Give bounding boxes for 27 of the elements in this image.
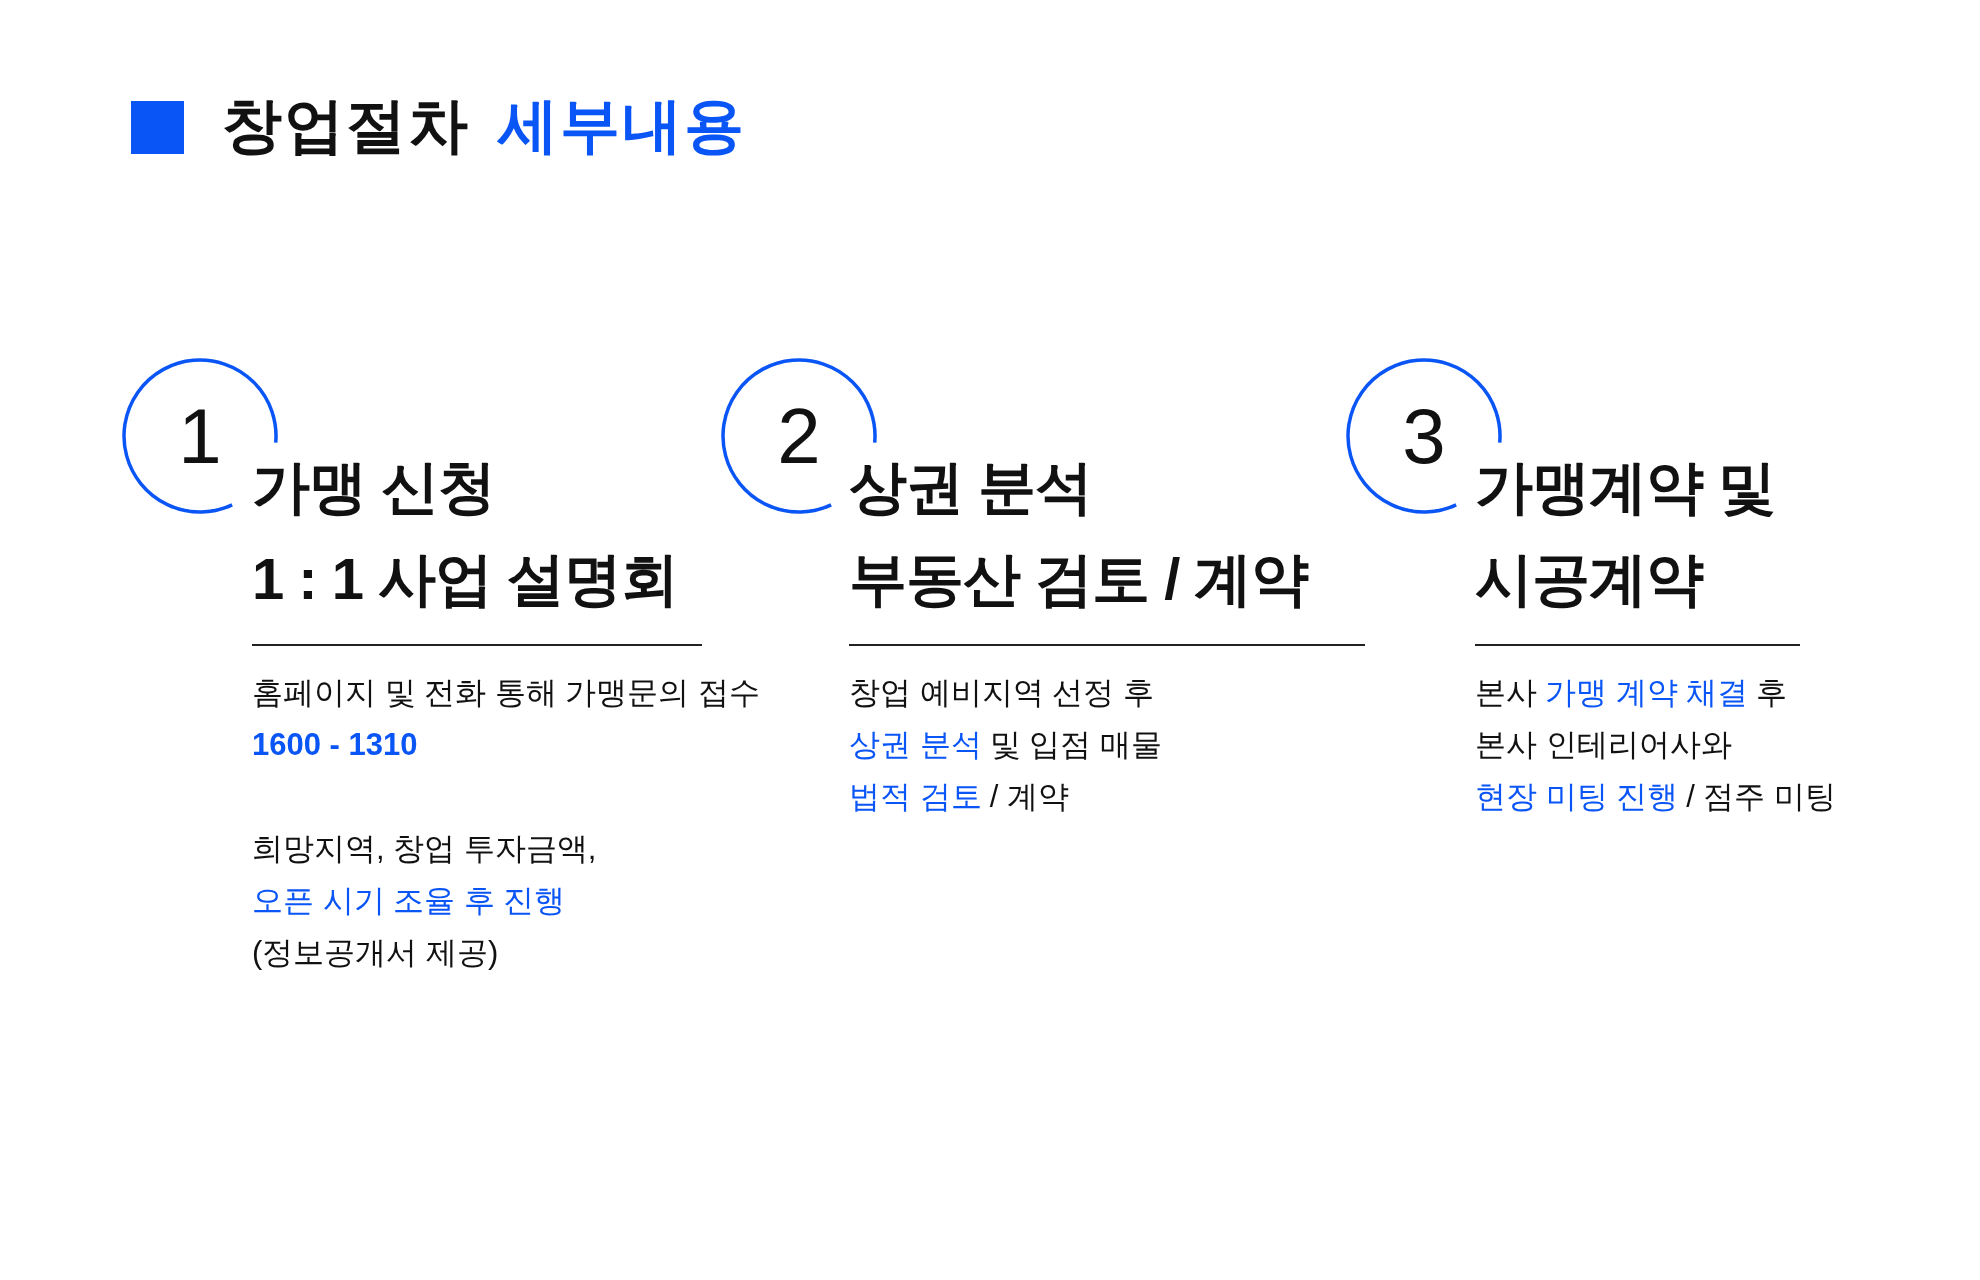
step-number: 1: [178, 397, 222, 475]
body-text: 희망지역, 창업 투자금액,: [252, 830, 597, 868]
highlight-text: 현장 미팅 진행: [1475, 778, 1679, 816]
body-text: 홈페이지 및 전화 통해 가맹문의 접수: [252, 674, 761, 712]
body-text: (정보공개서 제공): [252, 934, 499, 972]
step-heading: 가맹계약 및: [1475, 453, 1776, 521]
step-number: 3: [1402, 397, 1446, 475]
title-highlight: 세부내용: [498, 91, 746, 161]
body-text: 본사 인테리어사와: [1475, 726, 1732, 764]
highlight-text: 상권 분석: [849, 726, 982, 764]
step-heading: 1 : 1 사업 설명회: [252, 545, 679, 613]
body-text: / 점주 미팅: [1686, 778, 1837, 816]
body-text: 후: [1756, 674, 1788, 712]
highlight-text: 법적 검토: [849, 778, 982, 816]
step-number: 2: [777, 397, 821, 475]
body-text: 및 입점 매물: [989, 726, 1162, 764]
highlight-text: 1600 - 1310: [252, 726, 418, 764]
step-heading: 상권 분석: [849, 453, 1093, 521]
step-heading: 가맹 신청: [252, 453, 496, 521]
title: 창업절차: [222, 91, 470, 161]
body-text: 창업 예비지역 선정 후: [849, 674, 1154, 712]
body-text: 본사: [1475, 674, 1537, 712]
highlight-text: 오픈 시기 조율 후 진행: [252, 882, 566, 920]
body-text: / 계약: [989, 778, 1069, 816]
step-heading: 시공계약: [1475, 545, 1703, 613]
step-heading: 부동산 검토 / 계약: [849, 545, 1309, 613]
highlight-text: 가맹 계약 채결: [1545, 674, 1749, 712]
